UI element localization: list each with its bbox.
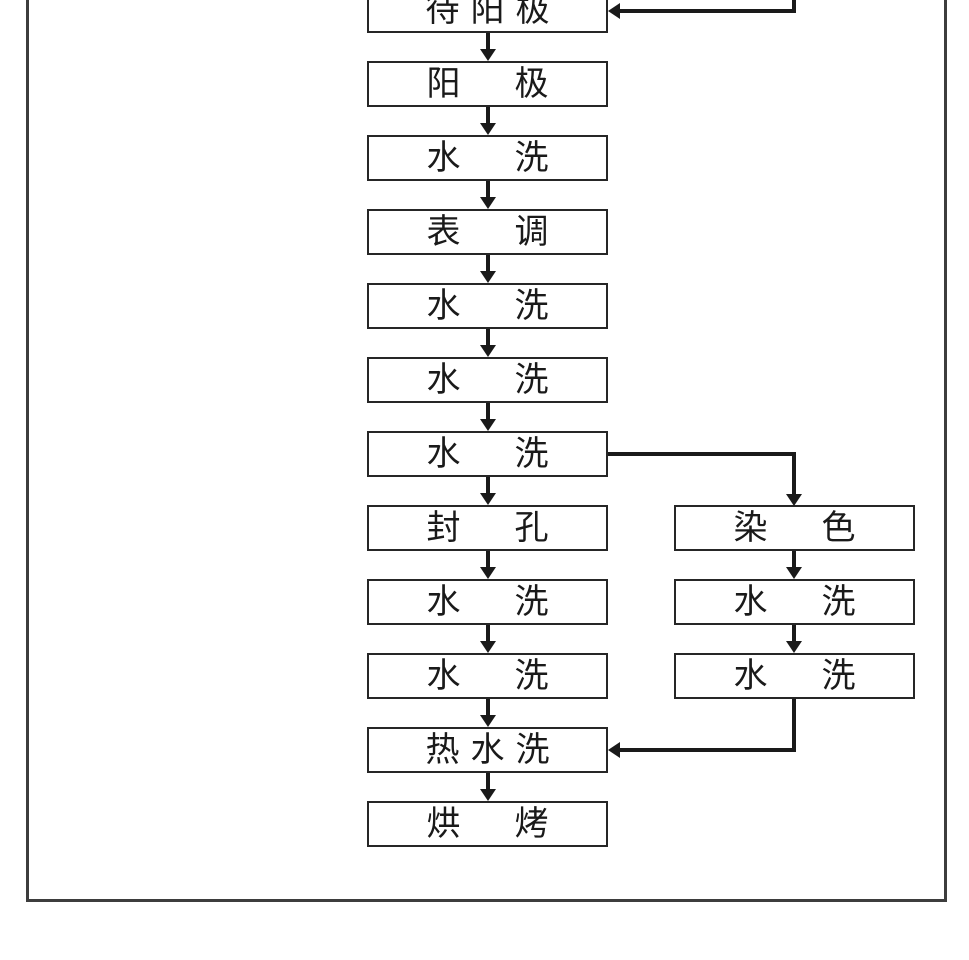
flow-box-water-wash-3: 水洗 bbox=[367, 357, 608, 403]
down-arrow-icon bbox=[786, 625, 802, 653]
flow-box-label: 表调 bbox=[426, 213, 549, 251]
down-arrow-icon bbox=[786, 551, 802, 579]
branch-arrow-horizontal-line bbox=[608, 452, 796, 456]
flow-box-water-wash-5: 水洗 bbox=[367, 579, 608, 625]
flow-box-hot-water-wash: 热水洗 bbox=[367, 727, 608, 773]
flow-box-label: 水洗 bbox=[426, 435, 549, 473]
flow-box-pre-anodize: 待阳极 bbox=[367, 0, 608, 33]
flow-box-label: 待阳极 bbox=[425, 0, 550, 29]
down-arrow-icon bbox=[480, 699, 496, 727]
flow-box-label: 水洗 bbox=[426, 361, 549, 399]
flow-box-label: 封孔 bbox=[426, 509, 549, 547]
flow-box-label: 染色 bbox=[733, 509, 856, 547]
flow-box-water-wash-6: 水洗 bbox=[367, 653, 608, 699]
entry-arrow-horizontal-line bbox=[620, 9, 796, 13]
flow-box-label: 水洗 bbox=[426, 657, 549, 695]
down-arrow-icon bbox=[480, 33, 496, 61]
flow-box-label: 水洗 bbox=[733, 657, 856, 695]
flow-box-label: 水洗 bbox=[426, 287, 549, 325]
merge-arrow-vertical-line bbox=[792, 699, 796, 752]
flow-box-anodize: 阳极 bbox=[367, 61, 608, 107]
flow-box-label: 热水洗 bbox=[425, 731, 550, 769]
merge-arrow-horizontal-line bbox=[620, 748, 796, 752]
down-arrow-icon bbox=[480, 181, 496, 209]
down-arrowhead-icon bbox=[786, 494, 802, 506]
outer-frame bbox=[26, 0, 947, 902]
down-arrow-icon bbox=[480, 255, 496, 283]
flow-box-water-wash-2: 水洗 bbox=[367, 283, 608, 329]
flow-box-label: 阳极 bbox=[426, 65, 549, 103]
down-arrow-icon bbox=[480, 625, 496, 653]
down-arrow-icon bbox=[480, 477, 496, 505]
left-arrowhead-icon bbox=[608, 742, 620, 758]
down-arrow-icon bbox=[480, 329, 496, 357]
down-arrow-icon bbox=[480, 107, 496, 135]
flow-box-surface-conditioning: 表调 bbox=[367, 209, 608, 255]
flow-box-water-wash-1: 水洗 bbox=[367, 135, 608, 181]
flow-box-branch-water-wash-1: 水洗 bbox=[674, 579, 915, 625]
flow-box-label: 烘烤 bbox=[426, 805, 549, 843]
down-arrow-icon bbox=[480, 773, 496, 801]
flow-box-sealing: 封孔 bbox=[367, 505, 608, 551]
flow-box-baking: 烘烤 bbox=[367, 801, 608, 847]
flow-box-water-wash-4: 水洗 bbox=[367, 431, 608, 477]
flow-box-label: 水洗 bbox=[426, 139, 549, 177]
branch-arrow-vertical-line bbox=[792, 452, 796, 495]
flow-box-label: 水洗 bbox=[426, 583, 549, 621]
flow-box-branch-water-wash-2: 水洗 bbox=[674, 653, 915, 699]
down-arrow-icon bbox=[480, 403, 496, 431]
left-arrowhead-icon bbox=[608, 3, 620, 19]
entry-arrow-vertical-line bbox=[792, 0, 796, 13]
flow-box-label: 水洗 bbox=[733, 583, 856, 621]
flow-box-dyeing: 染色 bbox=[674, 505, 915, 551]
down-arrow-icon bbox=[480, 551, 496, 579]
